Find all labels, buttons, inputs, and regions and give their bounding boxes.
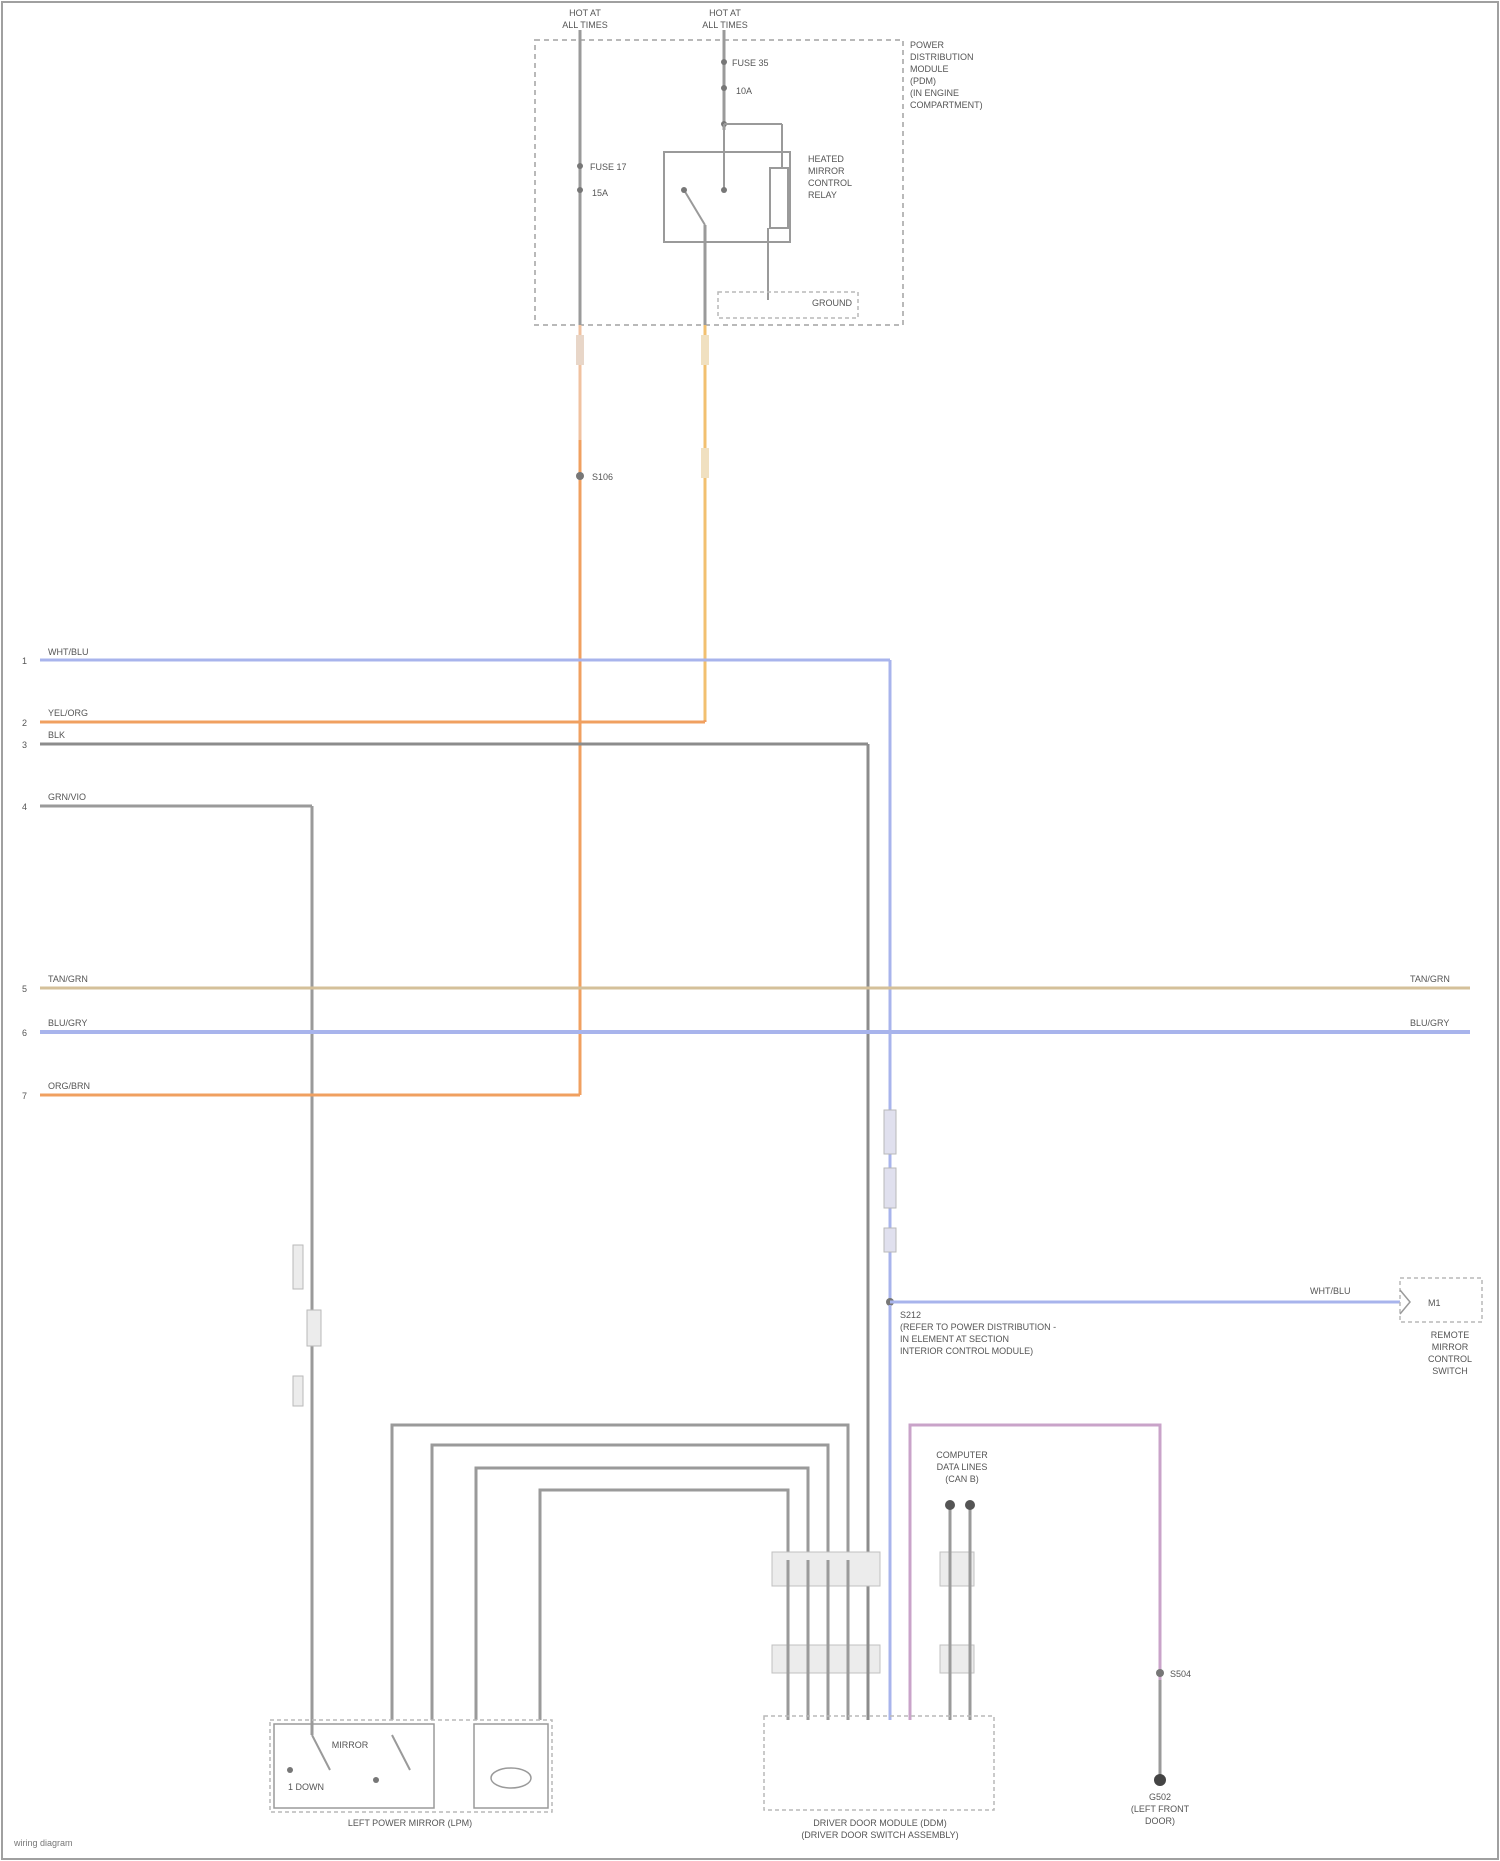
footer-note: wiring diagram <box>14 1838 73 1848</box>
right-component-2: MIRROR <box>1432 1342 1469 1352</box>
connector-left-3 <box>293 1376 303 1406</box>
pd-title-1: POWER <box>910 40 945 50</box>
ground-dot <box>1154 1774 1166 1786</box>
ground-label-3: DOOR) <box>1145 1816 1175 1826</box>
power-distribution-module: HOT AT ALL TIMES HOT AT ALL TIMES POWER … <box>535 8 983 340</box>
splice-mid-ref-1: (REFER TO POWER DISTRIBUTION - <box>900 1322 1056 1332</box>
left-power-mirror-title: LEFT POWER MIRROR (LPM) <box>348 1818 472 1828</box>
relay-icon <box>664 124 790 325</box>
pd-hot-right-1: HOT AT <box>709 8 741 18</box>
splice-lower-label: S504 <box>1170 1669 1191 1679</box>
right-component-3: CONTROL <box>1428 1354 1472 1364</box>
relay-label-2: MIRROR <box>808 166 845 176</box>
can-label-2: DATA LINES <box>937 1462 988 1472</box>
splice-upper-label: S106 <box>592 472 613 482</box>
fuse-left-number: FUSE 17 <box>590 162 627 172</box>
fuse-left-amp: 15A <box>592 188 608 198</box>
splice-upper-dot <box>576 472 584 480</box>
can-dot-2 <box>965 1500 975 1510</box>
pd-title-5: (IN ENGINE <box>910 88 959 98</box>
wire-code-6: 6 <box>22 1028 27 1038</box>
right-pin-label: M1 <box>1428 1298 1441 1308</box>
connector-mid-1 <box>884 1110 896 1154</box>
wire-name-1: WHT/BLU <box>48 647 89 657</box>
pd-hot-left-1: HOT AT <box>569 8 601 18</box>
ddm-connectors <box>772 1305 975 1720</box>
ddm-title-1: DRIVER DOOR MODULE (DDM) <box>813 1818 947 1828</box>
connector-left-2 <box>307 1310 321 1346</box>
pd-title-4: (PDM) <box>910 76 936 86</box>
can-label-1: COMPUTER <box>936 1450 988 1460</box>
pd-hot-right-2: ALL TIMES <box>702 20 748 30</box>
ground-label-2: (LEFT FRONT <box>1131 1804 1190 1814</box>
wire-name-right-5: TAN/GRN <box>1410 974 1450 984</box>
wire-code-7: 7 <box>22 1091 27 1101</box>
pdm-ground-label: GROUND <box>812 298 852 308</box>
connector-mid-2 <box>884 1168 896 1208</box>
fuse-right-dot-1 <box>721 59 727 65</box>
connector-left-1 <box>293 1245 303 1289</box>
splice-mid-label: S212 <box>900 1310 921 1320</box>
wire-name-right-6: BLU/GRY <box>1410 1018 1449 1028</box>
can-dot-1 <box>945 1500 955 1510</box>
left-power-mirror: MIRROR 1 DOWN LEFT POWER MIRROR (LPM) <box>270 1720 552 1828</box>
mirror-harness-wires <box>312 1425 1160 1780</box>
wire-name-6: BLU/GRY <box>48 1018 87 1028</box>
ground-label-1: G502 <box>1149 1792 1171 1802</box>
wire-name-4: GRN/VIO <box>48 792 86 802</box>
pd-hot-left-2: ALL TIMES <box>562 20 608 30</box>
wire-code-3: 3 <box>22 740 27 750</box>
can-label-3: (CAN B) <box>945 1474 979 1484</box>
splice-lower-dot <box>1156 1669 1164 1677</box>
fuse-right-number: FUSE 35 <box>732 58 769 68</box>
wire-name-5: TAN/GRN <box>48 974 88 984</box>
ddm-title-2: (DRIVER DOOR SWITCH ASSEMBLY) <box>801 1830 958 1840</box>
fuse-left-dot-1 <box>577 163 583 169</box>
relay-label-1: HEATED <box>808 154 844 164</box>
mirror-pin-label: 1 DOWN <box>288 1782 324 1792</box>
right-component-1: REMOTE <box>1431 1330 1470 1340</box>
splice-mid-branch: S212 (REFER TO POWER DISTRIBUTION - IN E… <box>886 1286 1400 1356</box>
pd-title-3: MODULE <box>910 64 949 74</box>
wire-name-7: ORG/BRN <box>48 1081 90 1091</box>
wire-code-4: 4 <box>22 802 27 812</box>
wire-name-3: BLK <box>48 730 65 740</box>
splice-mid-ref-3: INTERIOR CONTROL MODULE) <box>900 1346 1033 1356</box>
pd-title-2: DISTRIBUTION <box>910 52 974 62</box>
bus-wires <box>40 660 1470 1720</box>
right-wire-label: WHT/BLU <box>1310 1286 1351 1296</box>
connector-mid-3 <box>884 1228 896 1252</box>
remote-mirror-switch: M1 REMOTE MIRROR CONTROL SWITCH <box>1400 1278 1482 1376</box>
wire-code-2: 2 <box>22 718 27 728</box>
splice-mid-ref-2: IN ELEMENT AT SECTION <box>900 1334 1009 1344</box>
mirror-heater-icon <box>491 1768 531 1788</box>
wire-code-1: 1 <box>22 656 27 666</box>
fuse-left-dot-2 <box>577 187 583 193</box>
pdm-feed-wires: S106 <box>576 325 709 1095</box>
wire-code-5: 5 <box>22 984 27 994</box>
driver-door-module: DRIVER DOOR MODULE (DDM) (DRIVER DOOR SW… <box>764 1716 994 1840</box>
fuse-right-dot-2 <box>721 85 727 91</box>
relay-label-4: RELAY <box>808 190 837 200</box>
pd-title-6: COMPARTMENT) <box>910 100 983 110</box>
relay-label-3: CONTROL <box>808 178 852 188</box>
right-component-4: SWITCH <box>1432 1366 1468 1376</box>
mirror-switch-label: MIRROR <box>332 1740 369 1750</box>
fuse-right-amp: 10A <box>736 86 752 96</box>
wire-name-2: YEL/ORG <box>48 708 88 718</box>
